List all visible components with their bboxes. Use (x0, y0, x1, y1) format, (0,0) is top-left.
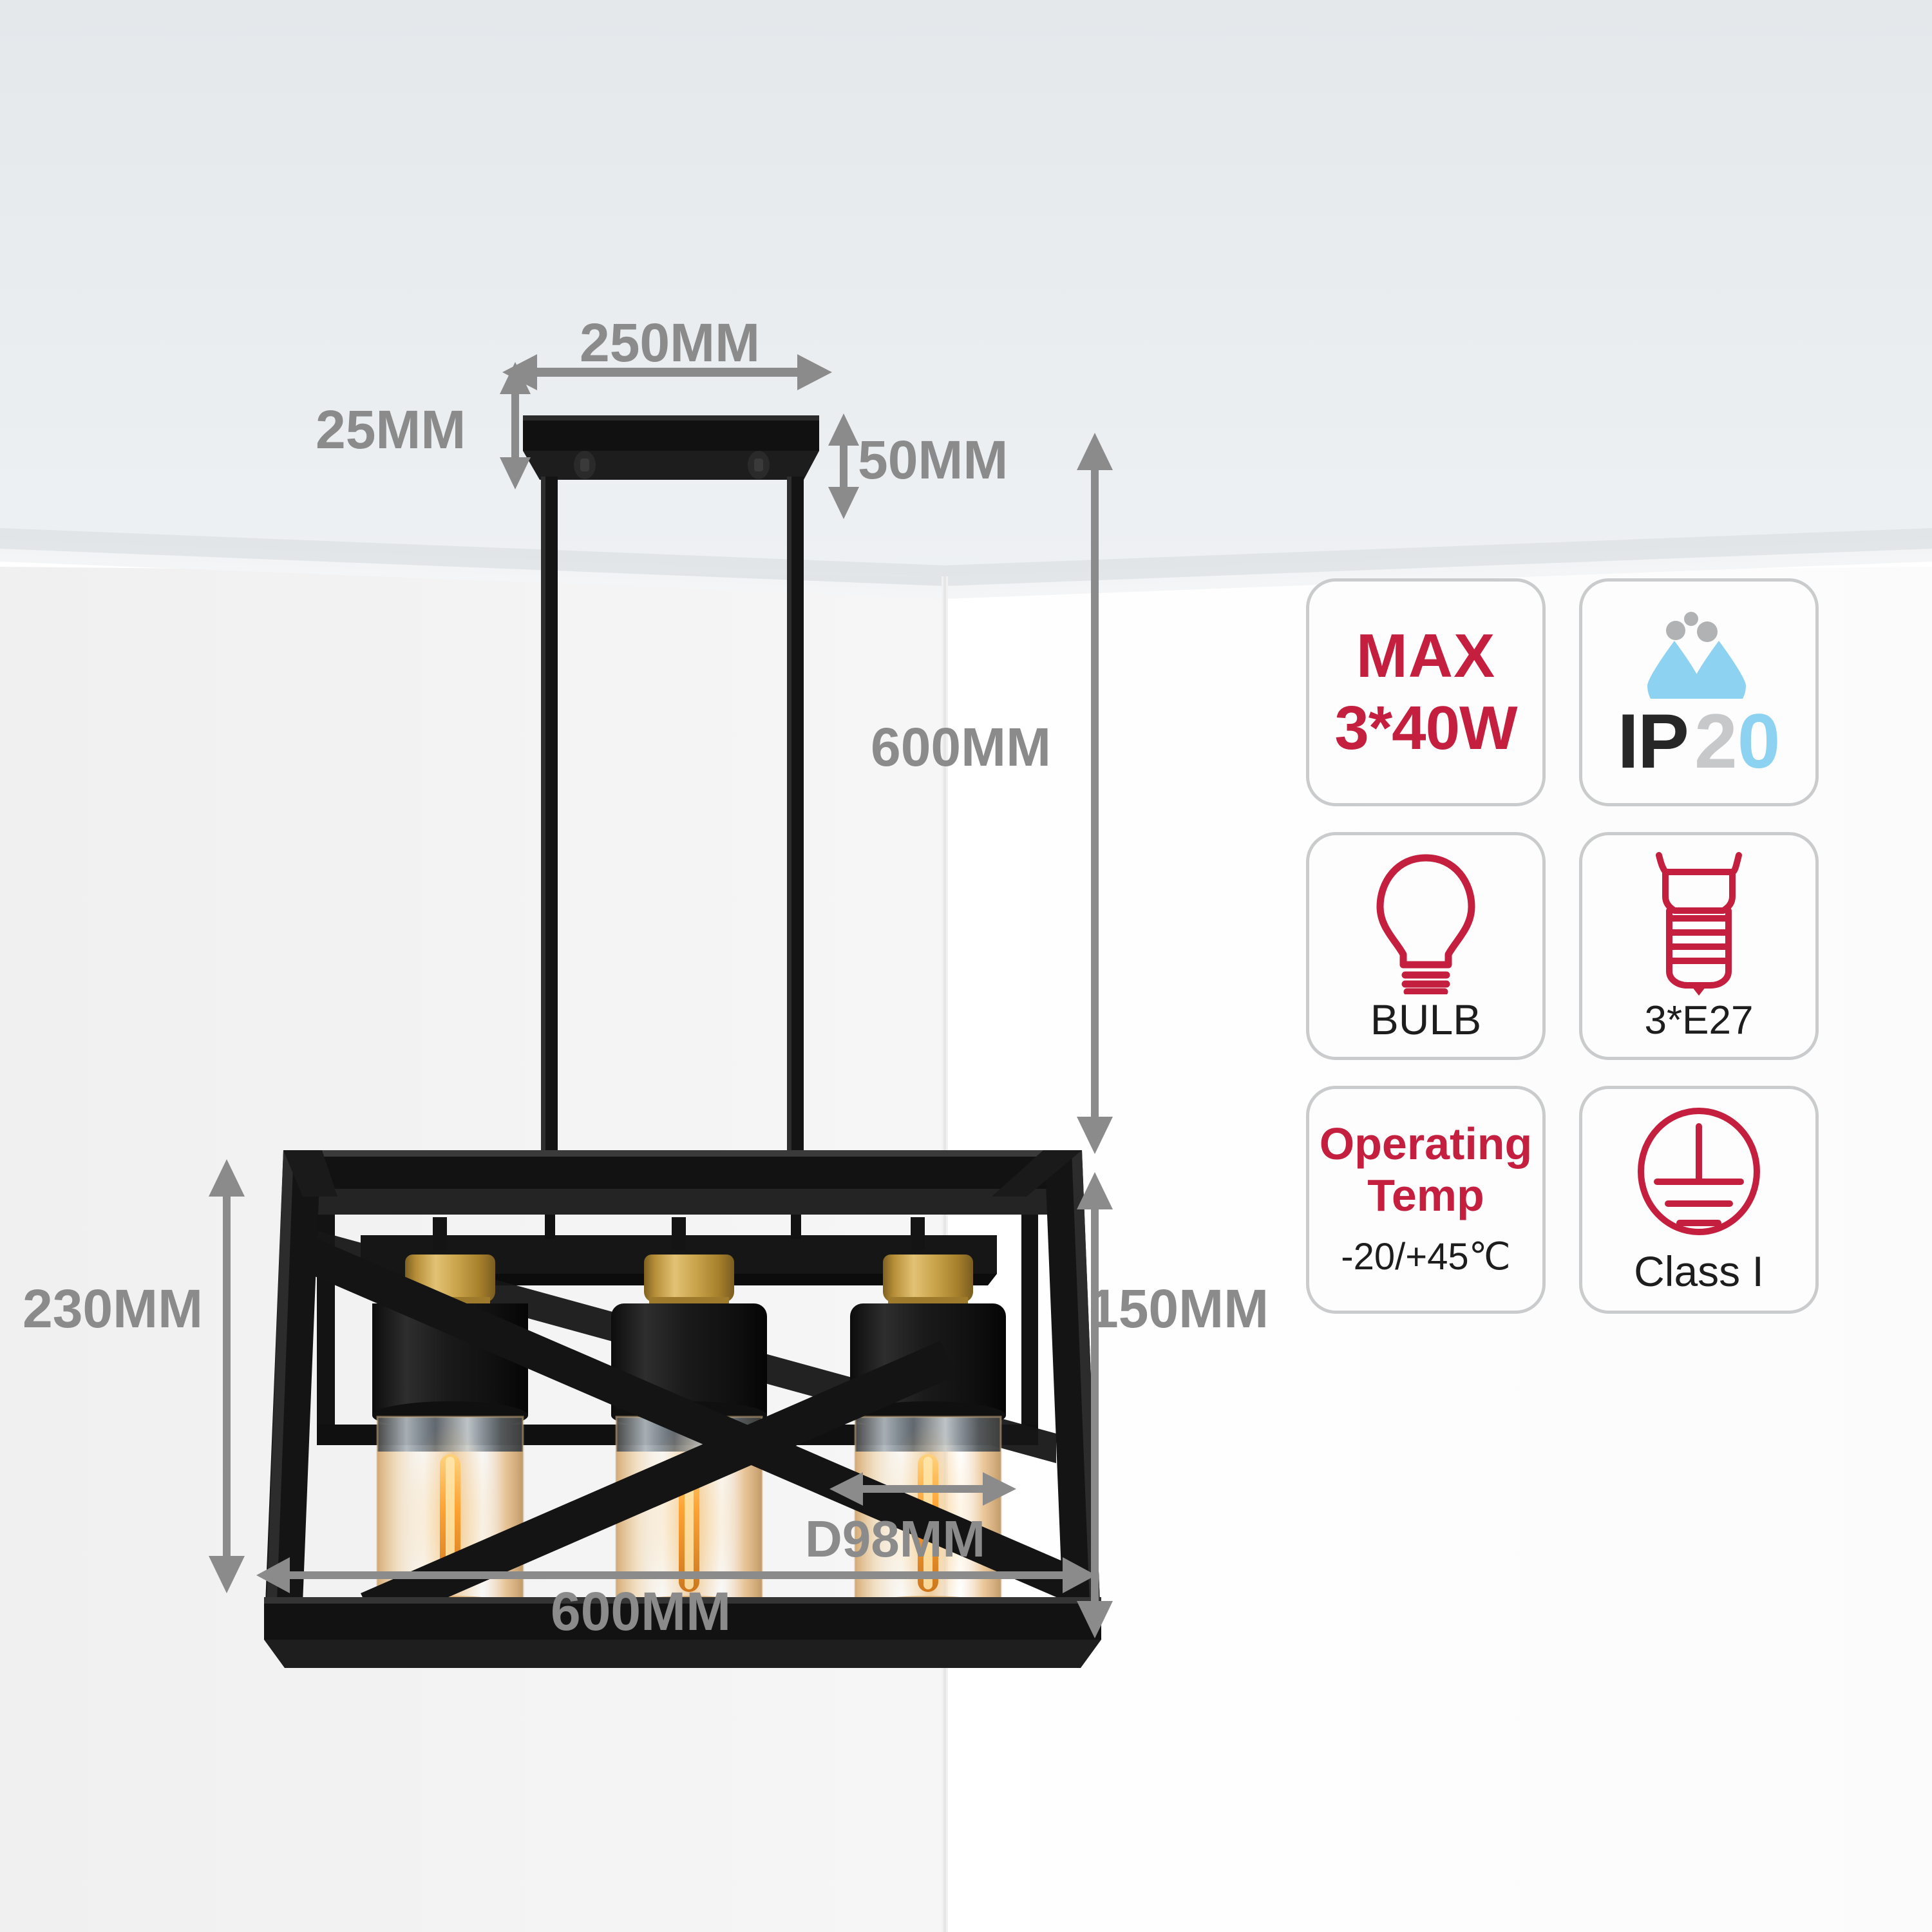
cage-frame-front (264, 1150, 1101, 1668)
bulb-caption: BULB (1370, 996, 1482, 1043)
operating-temp-line2: Temp (1367, 1170, 1484, 1220)
dim-arrow-d98mm (829, 1472, 1016, 1506)
badge-max-wattage: MAX 3*40W (1306, 578, 1546, 806)
bulb-icon (1376, 854, 1475, 994)
ip-digit-water: 0 (1737, 698, 1781, 784)
earth-ground-icon (1638, 1108, 1760, 1235)
max-wattage-line2: 3*40W (1334, 694, 1517, 762)
dimension-label-600mm-width: 600MM (551, 1581, 732, 1642)
e27-socket-icon (1656, 852, 1742, 996)
dim-arrow-600mm-horizontal (256, 1557, 1096, 1593)
dim-arrow-50mm (828, 413, 859, 519)
badge-protection-class: Class I (1579, 1086, 1819, 1314)
suspension-rods (541, 477, 804, 1159)
dimension-label-250mm: 250MM (580, 312, 761, 373)
dimension-label-600mm-drop: 600MM (871, 717, 1052, 777)
operating-temp-value: -20/+45℃ (1341, 1236, 1511, 1278)
operating-temp-line1: Operating (1319, 1119, 1533, 1169)
ceiling-canopy (523, 415, 819, 480)
dimension-label-25mm: 25MM (316, 399, 466, 460)
socket-caption: 3*E27 (1644, 998, 1754, 1043)
dimension-label-150mm: 150MM (1088, 1278, 1269, 1339)
dim-arrow-150mm (1077, 1172, 1113, 1638)
dim-arrow-230mm (209, 1159, 245, 1593)
dim-arrow-25mm (500, 362, 531, 489)
dimension-label-50mm: 50MM (858, 430, 1009, 490)
ip-prefix: IP (1617, 698, 1689, 784)
badge-operating-temp: Operating Temp -20/+45℃ (1306, 1086, 1546, 1314)
max-wattage-line1: MAX (1356, 621, 1496, 690)
dimension-label-d98mm: D98MM (805, 1510, 986, 1567)
water-drops-icon (1647, 612, 1746, 699)
dimension-label-230mm: 230MM (23, 1278, 204, 1339)
dim-arrow-600mm-vertical (1077, 433, 1113, 1154)
badge-socket-type: 3*E27 (1579, 832, 1819, 1060)
protection-class-caption: Class I (1634, 1247, 1764, 1295)
dimension-arrows (209, 354, 1113, 1638)
badge-bulb-type: BULB (1306, 832, 1546, 1060)
ip-digit-solids: 2 (1694, 698, 1738, 784)
